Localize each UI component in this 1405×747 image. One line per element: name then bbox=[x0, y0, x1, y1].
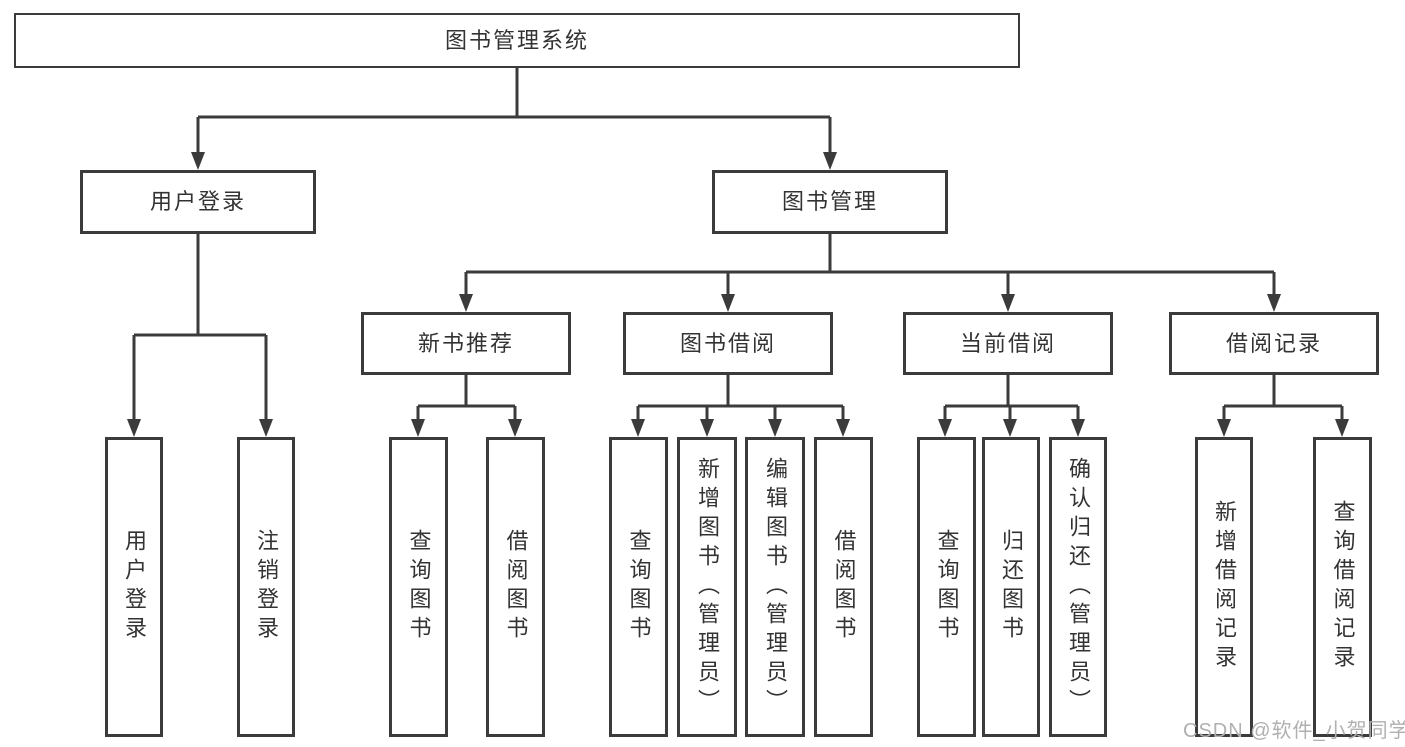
node-current-borrow-label: 当前借阅 bbox=[959, 330, 1056, 356]
leaf-current-return: 归还图书 bbox=[982, 437, 1040, 737]
leaf-current-confirm-admin-label: 确认归还（管理员） bbox=[1066, 456, 1091, 718]
leaf-records-query-label: 查询借阅记录 bbox=[1330, 500, 1356, 674]
node-borrow-records: 借阅记录 bbox=[1169, 312, 1379, 375]
leaf-borrow-edit-admin-label: 编辑图书（管理员） bbox=[763, 456, 788, 718]
leaf-borrow-add-admin: 新增图书（管理员） bbox=[677, 437, 737, 737]
node-current-borrow: 当前借阅 bbox=[903, 312, 1113, 375]
node-book-borrow-label: 图书借阅 bbox=[679, 330, 776, 356]
leaf-current-query: 查询图书 bbox=[917, 437, 976, 737]
leaf-records-add-label: 新增借阅记录 bbox=[1212, 500, 1237, 674]
node-new-book-rec-label: 新书推荐 bbox=[417, 330, 514, 356]
leaf-user-login: 用户登录 bbox=[105, 437, 163, 737]
node-book-mgmt-label: 图书管理 bbox=[781, 189, 878, 214]
leaf-borrow-book: 借阅图书 bbox=[814, 437, 873, 737]
leaf-newbook-query-label: 查询图书 bbox=[406, 529, 432, 645]
leaf-borrow-add-admin-label: 新增图书（管理员） bbox=[695, 456, 720, 718]
leaf-logout: 注销登录 bbox=[237, 437, 295, 737]
leaf-newbook-borrow: 借阅图书 bbox=[486, 437, 545, 737]
node-borrow-records-label: 借阅记录 bbox=[1225, 330, 1322, 356]
leaf-borrow-query-label: 查询图书 bbox=[626, 529, 652, 645]
node-book-mgmt: 图书管理 bbox=[712, 170, 948, 234]
leaf-current-query-label: 查询图书 bbox=[934, 529, 960, 645]
leaf-records-add: 新增借阅记录 bbox=[1195, 437, 1253, 737]
leaf-newbook-query: 查询图书 bbox=[389, 437, 448, 737]
leaf-newbook-borrow-label: 借阅图书 bbox=[503, 529, 529, 645]
leaf-current-return-label: 归还图书 bbox=[999, 529, 1024, 645]
leaf-borrow-query: 查询图书 bbox=[609, 437, 668, 737]
node-new-book-rec: 新书推荐 bbox=[361, 312, 571, 375]
node-user-login-label: 用户登录 bbox=[149, 189, 246, 214]
arrowheads bbox=[127, 152, 1349, 437]
leaf-borrow-edit-admin: 编辑图书（管理员） bbox=[745, 437, 805, 737]
leaf-current-confirm-admin: 确认归还（管理员） bbox=[1049, 437, 1107, 737]
node-root: 图书管理系统 bbox=[14, 13, 1020, 68]
leaf-logout-label: 注销登录 bbox=[254, 529, 279, 645]
node-user-login: 用户登录 bbox=[80, 170, 316, 234]
leaf-borrow-book-label: 借阅图书 bbox=[831, 529, 857, 645]
node-root-label: 图书管理系统 bbox=[444, 27, 589, 53]
leaf-user-login-label: 用户登录 bbox=[122, 529, 147, 645]
csdn-watermark: CSDN @软件_小贺同学 bbox=[1183, 720, 1405, 742]
node-book-borrow: 图书借阅 bbox=[623, 312, 833, 375]
leaf-records-query: 查询借阅记录 bbox=[1313, 437, 1372, 737]
